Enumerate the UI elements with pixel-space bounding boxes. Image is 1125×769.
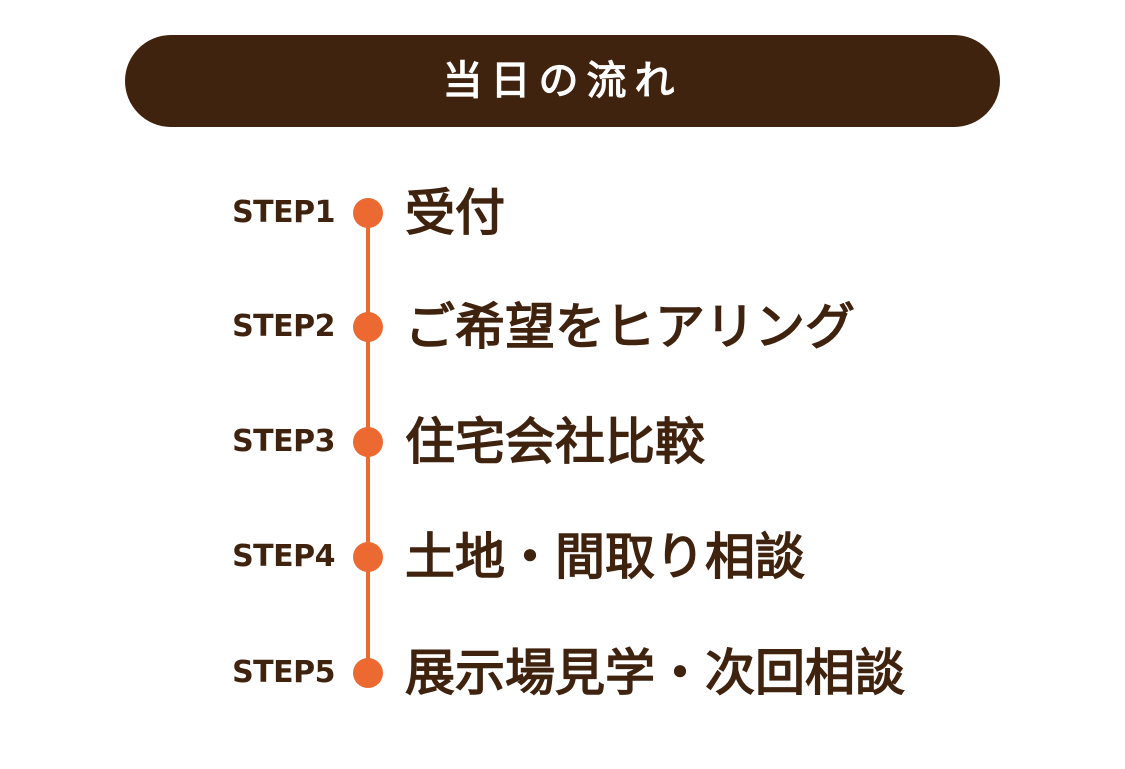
step-text: 土地・間取り相談 — [405, 528, 805, 586]
timeline-dot-icon — [353, 427, 383, 457]
timeline-step: STEP2 ご希望をヒアリング — [0, 297, 1125, 357]
timeline-step: STEP1 受付 — [0, 183, 1125, 243]
step-label: STEP3 — [232, 424, 335, 459]
timeline-step: STEP4 土地・間取り相談 — [0, 527, 1125, 587]
step-text: 展示場見学・次回相談 — [405, 644, 905, 702]
timeline-step: STEP3 住宅会社比較 — [0, 412, 1125, 472]
step-label: STEP1 — [232, 195, 335, 230]
step-text: ご希望をヒアリング — [405, 298, 855, 356]
page-title: 当日の流れ — [442, 58, 683, 104]
step-label: STEP4 — [232, 539, 335, 574]
timeline-dot-icon — [353, 542, 383, 572]
timeline-dot-icon — [353, 658, 383, 688]
timeline-dot-icon — [353, 198, 383, 228]
header-banner: 当日の流れ — [125, 35, 1000, 127]
step-text: 受付 — [405, 184, 505, 242]
step-label: STEP5 — [232, 655, 335, 690]
timeline-dot-icon — [353, 312, 383, 342]
timeline-step: STEP5 展示場見学・次回相談 — [0, 643, 1125, 703]
step-label: STEP2 — [232, 309, 335, 344]
step-text: 住宅会社比較 — [405, 413, 705, 471]
